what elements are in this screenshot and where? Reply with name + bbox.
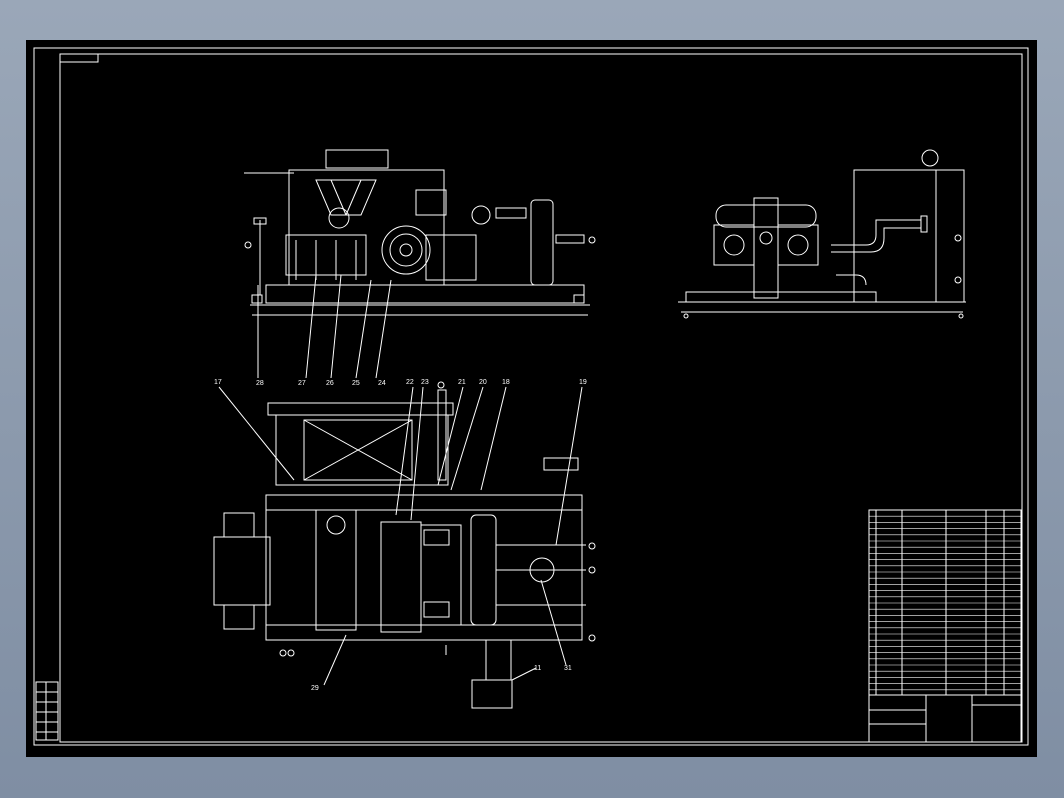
side-elevation — [678, 149, 966, 319]
balloon-label: 26 — [326, 380, 334, 387]
balloon-label: 21 — [458, 379, 466, 386]
balloon-label: 18 — [502, 379, 510, 386]
balloon-label: 11 — [534, 665, 541, 672]
balloon-label: 19 — [579, 379, 587, 386]
parts-list-table — [868, 509, 1022, 696]
corner-box — [59, 53, 99, 63]
title-block — [868, 694, 1022, 743]
balloon-label: 27 — [298, 380, 306, 387]
balloon-label: 24 — [378, 380, 386, 387]
balloon-label: 17 — [214, 379, 222, 386]
plan-view — [213, 381, 596, 709]
cad-viewport[interactable]: 28 27 26 25 24 17 22 23 21 20 18 19 29 1… — [26, 40, 1037, 757]
balloon-label: 28 — [256, 380, 264, 387]
balloon-label: 23 — [421, 379, 429, 386]
left-strip — [35, 681, 59, 741]
balloon-label: 20 — [479, 379, 487, 386]
balloon-label: 22 — [406, 379, 414, 386]
outer-border — [33, 47, 1029, 746]
technical-drawing: 28 27 26 25 24 17 22 23 21 20 18 19 29 1… — [33, 47, 1029, 746]
leader-lines — [218, 274, 583, 686]
balloon-labels: 28 27 26 25 24 17 22 23 21 20 18 19 29 1… — [214, 379, 587, 692]
balloon-label: 29 — [311, 685, 319, 692]
inner-border — [59, 53, 1023, 743]
balloon-label: 31 — [564, 665, 572, 672]
balloon-label: 25 — [352, 380, 360, 387]
front-elevation — [244, 149, 596, 316]
